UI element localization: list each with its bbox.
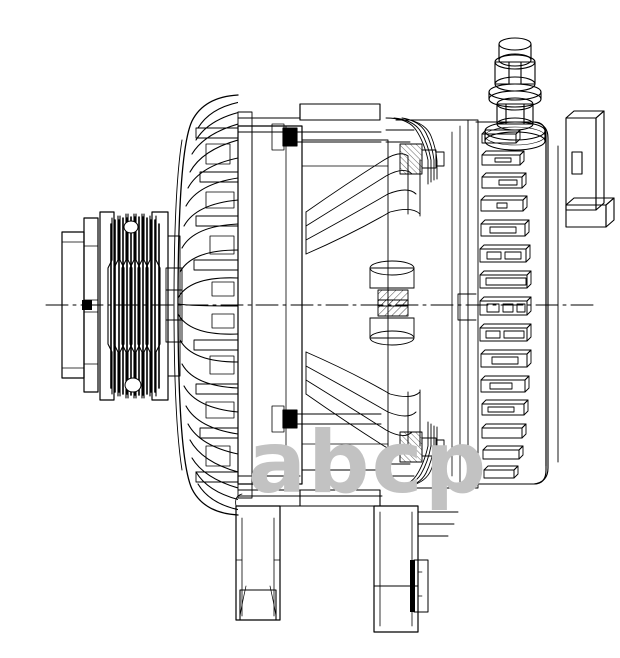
rear-cover-slot xyxy=(481,423,527,439)
rear-housing-ribs xyxy=(305,117,445,489)
rear-cover-slot xyxy=(480,219,530,237)
rear-cover xyxy=(457,121,559,485)
rear-cover-slot xyxy=(481,129,521,144)
tie-lines xyxy=(237,495,459,537)
pulley xyxy=(61,211,181,401)
rear-cover-slot xyxy=(481,399,529,416)
rear-cover-slot xyxy=(483,465,519,479)
rear-cover-slot xyxy=(480,375,530,393)
rear-housing xyxy=(395,119,479,489)
rear-cover-slot xyxy=(482,445,524,460)
shaft-bearing xyxy=(165,267,183,343)
rear-cover-slot xyxy=(479,270,532,289)
mount-foot-right xyxy=(373,505,429,633)
de-fin-group xyxy=(177,101,238,511)
bolt-marker-bottom xyxy=(271,405,382,433)
rear-cover-slot xyxy=(481,172,527,189)
rear-cover-slot xyxy=(479,323,532,342)
mount-foot-left xyxy=(235,493,281,621)
rear-cover-slot xyxy=(480,349,532,368)
rear-cover-slot xyxy=(481,150,525,166)
b-plus-terminal xyxy=(484,37,546,151)
regulator-box xyxy=(565,110,615,228)
rear-cover-slot xyxy=(479,244,531,263)
bolt-marker-top xyxy=(271,123,382,151)
rear-cover-slot xyxy=(479,296,532,316)
pulley-grooves xyxy=(107,213,161,399)
rear-cover-slot xyxy=(480,195,528,212)
